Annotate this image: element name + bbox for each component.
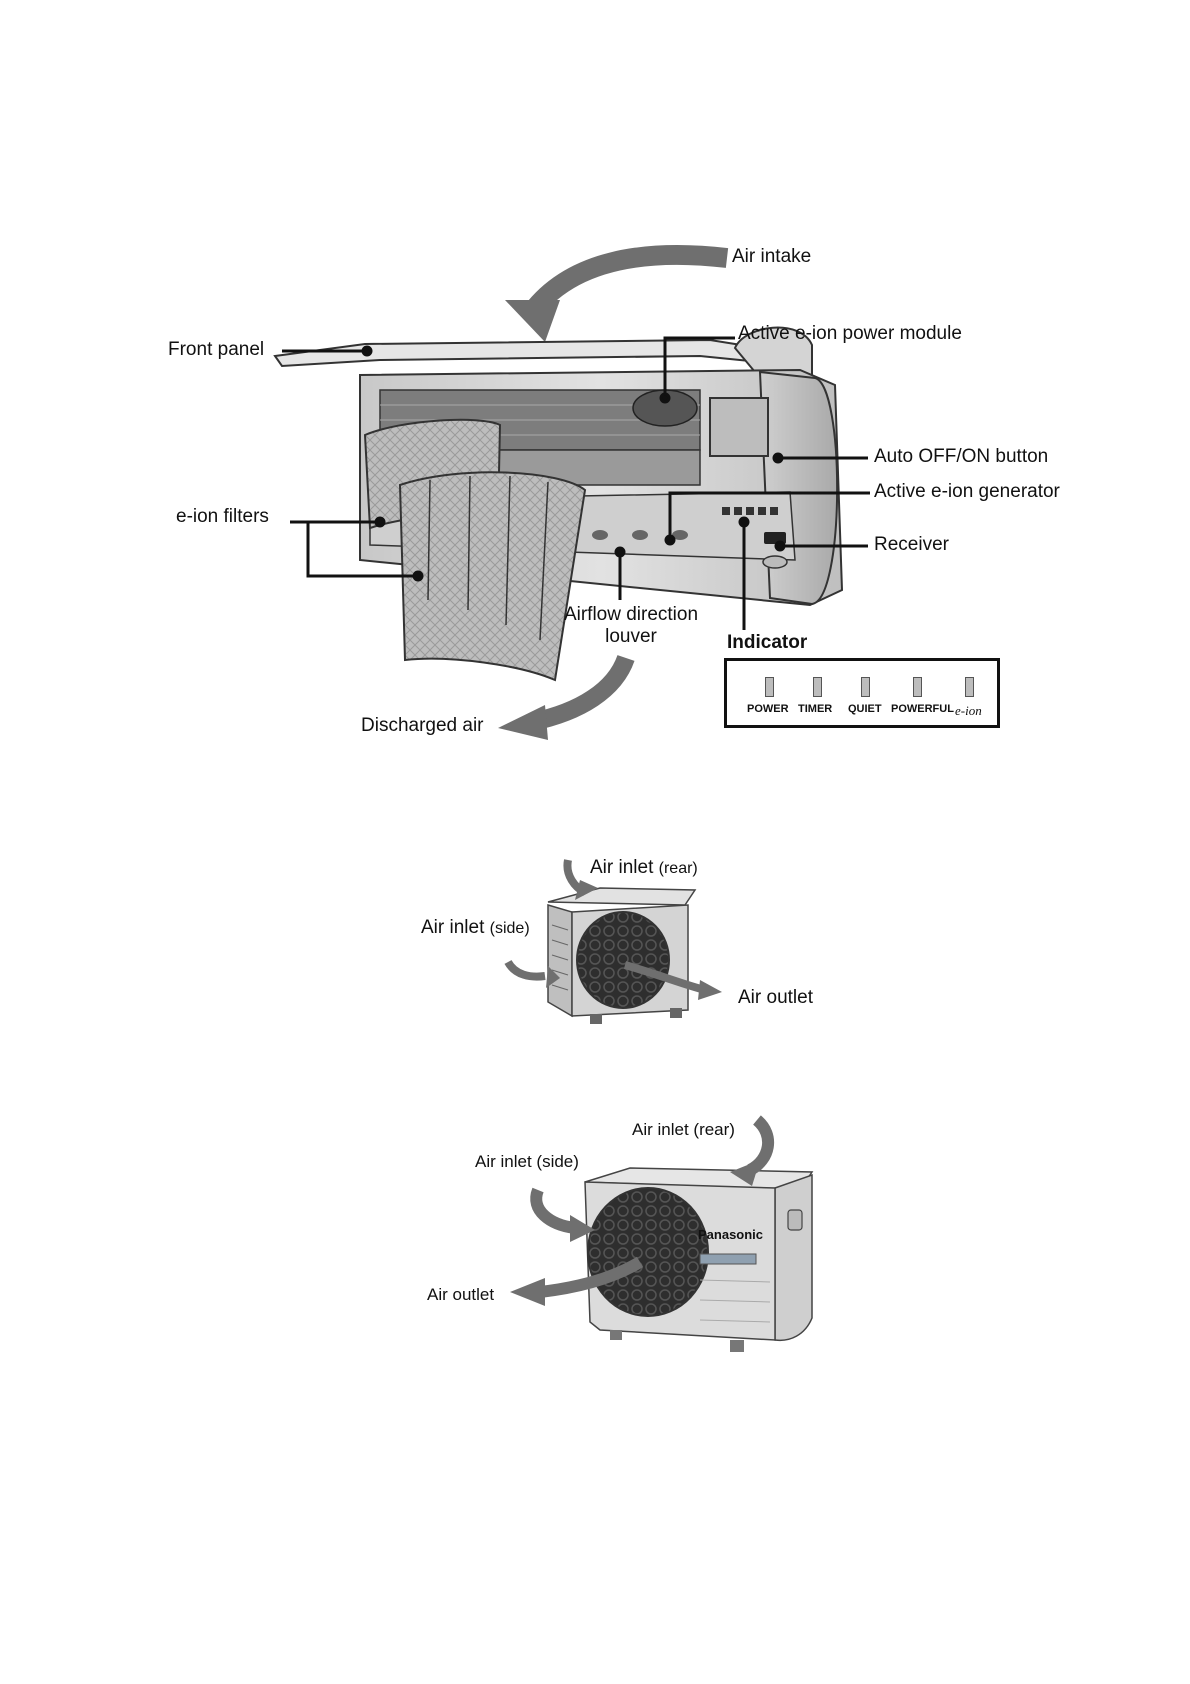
label-large-air-inlet-rear: Air inlet (rear) — [632, 1119, 735, 1141]
label-large-air-inlet-side: Air inlet (side) — [475, 1151, 579, 1173]
outdoor-large-body — [585, 1168, 812, 1352]
label-large-air-outlet: Air outlet — [427, 1284, 494, 1306]
brand-logo-panasonic: Panasonic — [698, 1224, 763, 1246]
